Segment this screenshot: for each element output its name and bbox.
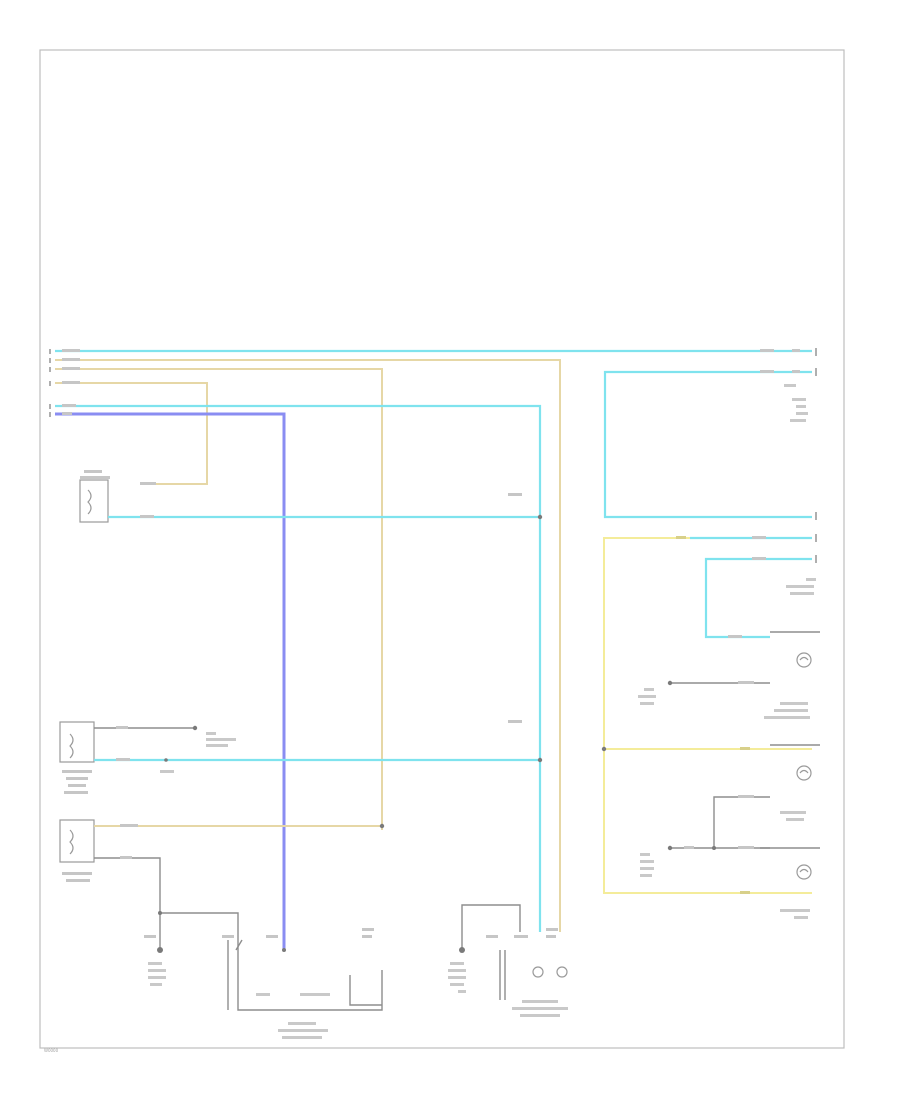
- ground-wire-2: [713, 796, 770, 849]
- component-lower-left: [59, 819, 385, 1011]
- top-harness: [49, 349, 812, 950]
- lamp-3: [760, 847, 820, 880]
- wire-brn-wht-1: [55, 359, 561, 932]
- right-top-module: [603, 348, 817, 563]
- wire-blu: [55, 412, 286, 950]
- lamp-1: [770, 631, 820, 668]
- wire-brn-wht-3: [55, 382, 208, 485]
- diagram-frame: [39, 49, 845, 1049]
- right-labels: [760, 349, 808, 422]
- wire-blk-4: [461, 904, 521, 950]
- wire-code-labels: [62, 349, 80, 415]
- page-ref: W0000: [44, 1048, 59, 1053]
- lamp-labels: [638, 536, 816, 919]
- wire-yel-trunk: [603, 537, 812, 894]
- wire-blk-2: [94, 857, 161, 950]
- wire-lt-blu-4: [704, 557, 812, 639]
- splice-yel: [601, 746, 607, 752]
- component-upper-left: [79, 470, 543, 523]
- component-middle-left: [59, 720, 543, 794]
- wire-lt-blu-right-loop: [603, 370, 812, 519]
- bulb-icon: [532, 966, 544, 978]
- bottom-components: [144, 904, 568, 1039]
- bulb-icon: [556, 966, 568, 978]
- right-lamp-section: [601, 536, 820, 919]
- lamp-2: [770, 744, 820, 781]
- wire-lt-blu-2: [55, 404, 542, 932]
- wire-brn-wht-2: [55, 368, 383, 830]
- wire-blk-3: [160, 912, 383, 1011]
